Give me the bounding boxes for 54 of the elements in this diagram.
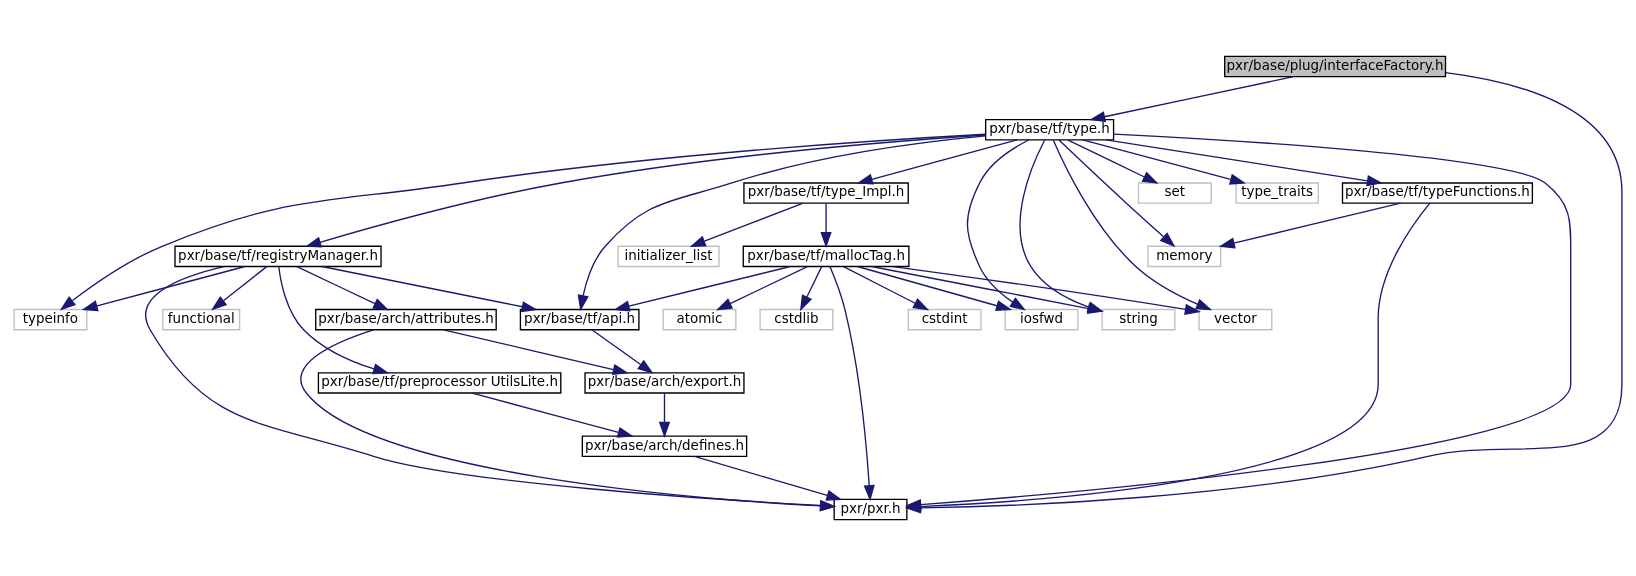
node-box: pxr/base/plug/interfaceFactory.h <box>1224 55 1447 78</box>
node-box: typeinfo <box>13 308 88 331</box>
arrow <box>829 266 875 502</box>
node-box: iosfwd <box>1004 308 1079 331</box>
arrow <box>1089 75 1295 123</box>
arrow <box>689 202 804 247</box>
arrow <box>1105 139 1383 187</box>
arrow <box>966 139 1030 311</box>
arrow <box>693 455 843 501</box>
node-box: memory <box>1147 245 1222 268</box>
node-box: pxr/base/tf/typeFunctions.h <box>1341 182 1534 204</box>
node-box: pxr/base/tf/registryManager.h <box>174 245 382 268</box>
node-box: cstdlib <box>759 308 834 331</box>
node-box: vector <box>1198 308 1273 331</box>
arrow <box>799 265 823 312</box>
node-box: string <box>1101 308 1176 331</box>
node-box: pxr/base/tf/api.h <box>519 308 640 331</box>
arrow <box>1218 202 1402 249</box>
arrow <box>1067 139 1159 184</box>
node-box: set <box>1137 182 1212 204</box>
node-box: atomic <box>662 308 737 331</box>
arrow <box>842 265 930 311</box>
node-box: pxr/pxr.h <box>833 498 908 521</box>
arrow <box>613 265 791 312</box>
node-box: cstdint <box>907 308 982 331</box>
arrow <box>59 133 987 311</box>
arrow <box>442 329 629 376</box>
node-box: initializer_list <box>617 245 720 268</box>
arrow <box>321 265 538 313</box>
arrow <box>296 265 390 311</box>
node-box: functional <box>162 308 241 331</box>
arrow <box>716 265 809 311</box>
arrow <box>1082 139 1247 185</box>
node-box: pxr/base/arch/defines.h <box>581 435 748 457</box>
arrow <box>145 265 837 512</box>
arrow <box>856 265 1013 312</box>
arrow <box>658 392 671 438</box>
node-box: pxr/base/tf/preprocessor UtilsLite.h <box>317 372 562 394</box>
arrow <box>278 265 390 375</box>
arrow <box>591 329 654 374</box>
node-box: pxr/base/tf/mallocTag.h <box>742 245 910 268</box>
node-box: pxr/base/arch/export.h <box>584 372 745 394</box>
arrow <box>856 139 1018 185</box>
arrow <box>81 265 246 312</box>
node-box: type_traits <box>1235 182 1319 204</box>
node-box: pxr/base/arch/attributes.h <box>315 308 497 331</box>
arrow <box>820 202 832 249</box>
arrow <box>211 265 268 311</box>
arrow <box>577 135 987 312</box>
node-box: pxr/base/tf/type.h <box>984 119 1115 141</box>
arrow <box>471 392 634 438</box>
arrow <box>300 329 837 512</box>
arrow <box>1058 139 1176 248</box>
node-box: pxr/base/tf/type_Impl.h <box>743 182 909 204</box>
